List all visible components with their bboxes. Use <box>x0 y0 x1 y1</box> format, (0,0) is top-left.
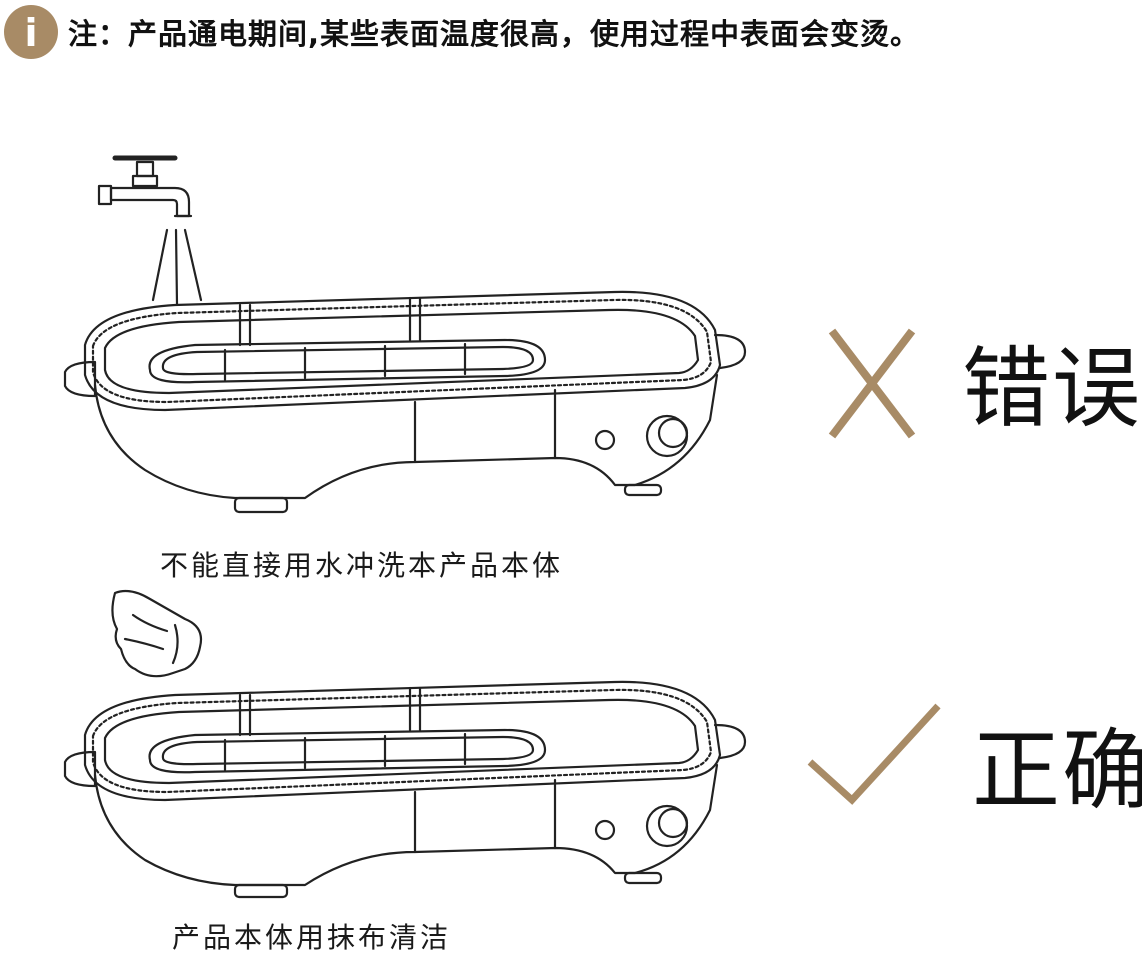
cloth-icon <box>111 589 203 678</box>
notice-text: 注：产品通电期间,某些表面温度很高，使用过程中表面会变烫。 <box>68 17 921 51</box>
grill-body <box>63 290 747 514</box>
grill-body <box>63 680 747 899</box>
svg-text:i: i <box>24 11 37 55</box>
checkmark-icon <box>807 703 941 805</box>
faucet-water-on-grill-illustration <box>63 155 747 514</box>
caption-wrong: 不能直接用水冲洗本产品本体 <box>160 549 564 582</box>
caption-right: 产品本体用抹布清洁 <box>172 921 452 954</box>
notice-line: i 注：产品通电期间,某些表面温度很高，使用过程中表面会变烫。 <box>4 4 920 60</box>
verdict-wrong: 错误 <box>962 337 1142 440</box>
x-icon <box>828 328 916 439</box>
verdict-right: 正确 <box>972 719 1142 822</box>
cloth-wiping-grill-illustration <box>63 589 747 899</box>
faucet-icon <box>97 155 193 218</box>
info-icon: i <box>4 5 58 59</box>
water-stream <box>151 228 203 306</box>
